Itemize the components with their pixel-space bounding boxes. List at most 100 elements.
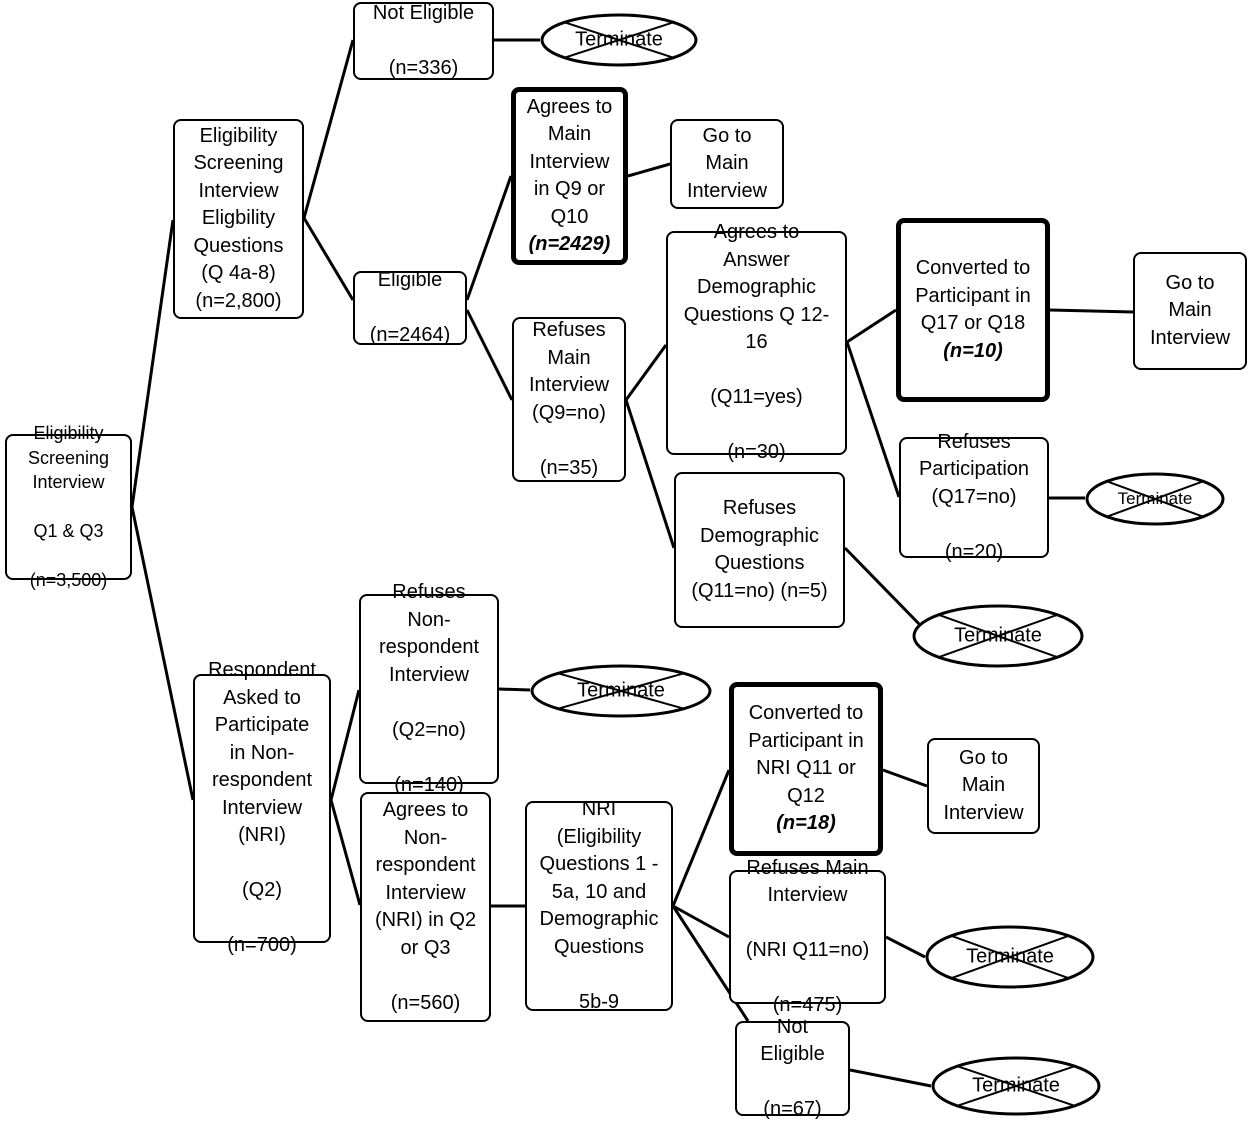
node-content: Not Eligible (n=67) — [760, 1014, 824, 1124]
connector-line — [671, 769, 731, 907]
node-content: Go to Main Interview — [1150, 270, 1230, 353]
connector-line — [849, 1068, 932, 1088]
node-label: Refuses Main Interview (Q9=no) (n=35) — [528, 319, 610, 479]
node-refuses-participation: Refuses Participation (Q17=no) (n=20) — [899, 431, 1049, 563]
connector-line — [627, 162, 671, 178]
node-refuses-demo: Refuses Demographic Questions (Q11=no) (… — [674, 472, 845, 628]
node-root: Eligibility Screening Interview Q1 & Q3 … — [5, 423, 132, 590]
connector-line — [845, 341, 901, 498]
node-content: Agrees to Non- respondent Interview (NRI… — [375, 797, 476, 1017]
connector-line — [130, 219, 175, 508]
connector-line — [329, 689, 361, 801]
terminate-label: Terminate — [972, 1074, 1060, 1097]
node-label: Refuses Participation (Q17=no) (n=20) — [918, 430, 1030, 563]
cross-ellipse-icon — [1085, 472, 1225, 526]
node-label: Refuses Non- respondent Interview (Q2=no… — [378, 581, 480, 796]
node-agrees-main: Agrees to Main Interview in Q9 or Q10 (n… — [511, 87, 628, 265]
terminate-node: Terminate — [1085, 472, 1225, 526]
node-count: (n=2429) — [528, 233, 611, 255]
connector-line — [1049, 308, 1134, 314]
node-content: Eligibility Screening Interview Q1 & Q3 … — [28, 421, 109, 593]
node-content: Not Eligible (n=336) — [373, 0, 474, 82]
node-content: Go to Main Interview — [943, 745, 1023, 828]
node-eligible: Eligible (n=2464) — [353, 269, 467, 346]
connector-line — [624, 399, 676, 549]
node-content: Refuses Demographic Questions (Q11=no) (… — [691, 495, 827, 605]
terminate-node: Terminate — [931, 1056, 1101, 1116]
terminate-label: Terminate — [954, 624, 1042, 647]
terminate-node: Terminate — [540, 13, 698, 67]
connector-line — [885, 935, 926, 959]
terminate-label: Terminate — [966, 945, 1054, 968]
node-count: (n=18) — [776, 812, 836, 835]
node-label: Eligibility Screening Interview Eligbili… — [193, 124, 284, 312]
node-content: Agrees to Main Interview in Q9 or Q10 (n… — [527, 94, 613, 259]
terminate-label: Terminate — [575, 28, 663, 51]
node-goto-main-1: Go to Main Interview — [670, 119, 784, 209]
node-content: Converted to Participant in NRI Q11 or Q… — [748, 700, 864, 838]
node-label: Not Eligible (n=67) — [760, 1015, 825, 1121]
node-label: Go to Main Interview — [1149, 271, 1231, 349]
node-label: Converted to Participant in Q17 or Q18 — [915, 257, 1031, 334]
connector-line — [882, 768, 928, 788]
terminate-label: Terminate — [1117, 489, 1193, 508]
connector-line — [498, 687, 531, 692]
cross-ellipse-icon — [530, 664, 712, 718]
cross-ellipse-icon — [540, 13, 698, 67]
node-label: Agrees to Answer Demographic Questions Q… — [683, 221, 830, 464]
cross-ellipse-icon — [912, 604, 1084, 668]
connector-line — [465, 309, 514, 401]
node-content: Agrees to Answer Demographic Questions Q… — [684, 219, 830, 467]
node-not-eligible: Not Eligible (n=336) — [353, 2, 494, 80]
node-content: NRI (Eligibility Questions 1 - 5a, 10 an… — [540, 796, 659, 1016]
connector-line — [846, 308, 897, 344]
terminate-node: Terminate — [530, 664, 712, 718]
terminate-node: Terminate — [912, 604, 1084, 668]
node-esi: Eligibility Screening Interview Eligbili… — [173, 119, 304, 319]
node-goto-main-3: Go to Main Interview — [927, 738, 1040, 834]
cross-ellipse-icon — [925, 925, 1095, 989]
node-refuses-main: Refuses Main Interview (Q9=no) (n=35) — [512, 317, 626, 482]
node-content: Refuses Main Interview (NRI Q11=no) (n=4… — [746, 855, 870, 1020]
connector-line — [302, 39, 355, 219]
connector-line — [465, 175, 513, 301]
terminate-label: Terminate — [577, 679, 665, 702]
node-label: Eligible (n=2464) — [369, 268, 451, 346]
node-content: Respondent Asked to Participate in Non- … — [208, 657, 316, 960]
connector-line — [843, 546, 924, 629]
node-label: Not Eligible (n=336) — [372, 1, 475, 79]
node-content: Converted to Participant in Q17 or Q18 (n… — [915, 255, 1031, 365]
node-agrees-nonresp: Agrees to Non- respondent Interview (NRI… — [360, 792, 491, 1022]
node-content: Refuses Main Interview (Q9=no) (n=35) — [529, 317, 609, 482]
node-respondent-nri: Respondent Asked to Participate in Non- … — [193, 659, 331, 956]
node-agrees-demo: Agrees to Answer Demographic Questions Q… — [666, 221, 847, 463]
node-content: Go to Main Interview — [687, 123, 767, 206]
node-label: Go to Main Interview — [686, 124, 768, 202]
node-goto-main-2: Go to Main Interview — [1133, 252, 1247, 370]
node-content: Refuses Non- respondent Interview (Q2=no… — [379, 579, 479, 799]
node-label: Go to Main Interview — [943, 746, 1024, 824]
node-label: Agrees to Main Interview in Q9 or Q10 — [526, 95, 613, 228]
node-not-eligible-2: Not Eligible (n=67) — [735, 1016, 850, 1120]
node-nri-questions: NRI (Eligibility Questions 1 - 5a, 10 an… — [525, 798, 673, 1013]
terminate-node: Terminate — [925, 925, 1095, 989]
connector-line — [130, 506, 195, 801]
connector-line — [329, 799, 362, 906]
node-label: Respondent Asked to Participate in Non- … — [208, 659, 316, 957]
node-refuses-main-nri: Refuses Main Interview (NRI Q11=no) (n=4… — [729, 857, 886, 1016]
connector-line — [672, 904, 730, 939]
node-label: Converted to Participant in NRI Q11 or Q… — [748, 702, 864, 807]
node-count: (n=10) — [943, 339, 1003, 362]
node-label: NRI (Eligibility Questions 1 - 5a, 10 an… — [539, 798, 659, 1013]
node-converted-1: Converted to Participant in Q17 or Q18 (n… — [896, 218, 1050, 402]
node-label: Refuses Main Interview (NRI Q11=no) (n=4… — [745, 856, 870, 1017]
node-content: Eligible (n=2464) — [370, 267, 451, 350]
connector-line — [624, 344, 668, 401]
cross-ellipse-icon — [931, 1056, 1101, 1116]
node-label: Eligibility Screening Interview Q1 & Q3 … — [27, 423, 110, 591]
node-content: Refuses Participation (Q17=no) (n=20) — [919, 429, 1029, 567]
node-refuses-nonresp: Refuses Non- respondent Interview (Q2=no… — [359, 581, 499, 796]
node-label: Agrees to Non- respondent Interview (NRI… — [374, 799, 477, 1014]
node-converted-2: Converted to Participant in NRI Q11 or Q… — [729, 682, 883, 856]
node-label: Refuses Demographic Questions (Q11=no) (… — [691, 497, 828, 602]
